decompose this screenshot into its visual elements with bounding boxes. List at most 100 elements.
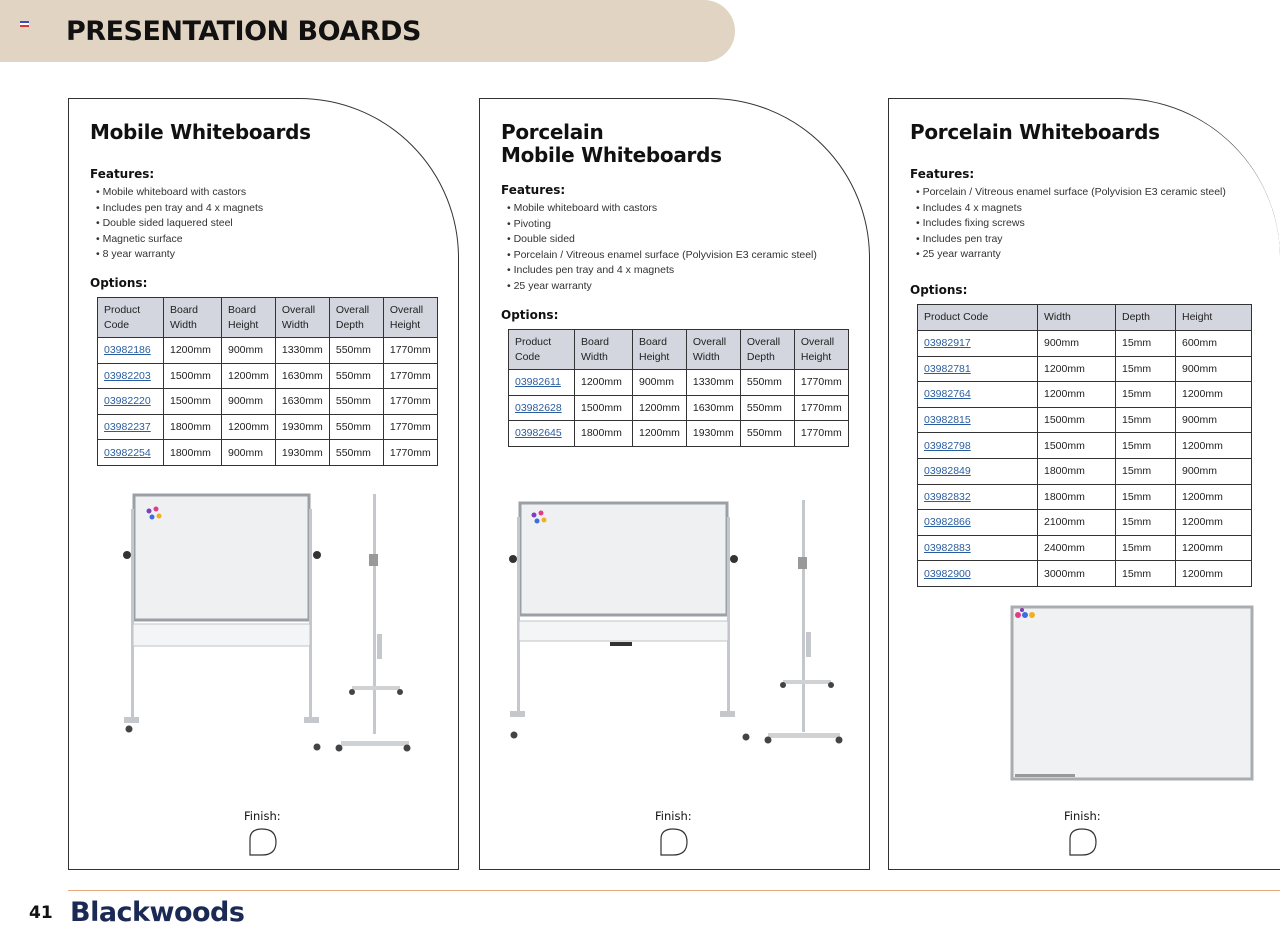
table-cell: 1330mm — [274, 337, 330, 364]
table-cell: 1930mm — [274, 413, 330, 441]
table-cell: 1800mm — [1037, 483, 1116, 511]
table-cell: 1800mm — [574, 420, 633, 447]
product-code-link[interactable]: 03982917 — [917, 330, 1038, 357]
product-code-link[interactable]: 03982832 — [917, 483, 1038, 511]
table-row: 03982203 1500mm 1200mm 1630mm 550mm 1770… — [97, 362, 438, 390]
section-title: Porcelain Mobile Whiteboards — [501, 120, 722, 167]
table-cell: 1200mm — [221, 413, 276, 441]
table-cell: 1200mm — [1037, 381, 1116, 408]
product-code-link[interactable]: 03982798 — [917, 432, 1038, 459]
table-cell: 15mm — [1115, 381, 1176, 408]
table-row: 03982849 1800mm 15mm 900mm — [917, 457, 1252, 485]
product-code-link[interactable]: 03982203 — [97, 362, 164, 390]
table-cell: 1770mm — [382, 388, 438, 415]
product-code-link[interactable]: 03982815 — [917, 406, 1038, 434]
product-code-link[interactable]: 03982237 — [97, 413, 164, 441]
features-label: Features: — [90, 167, 155, 181]
table-row: 03982900 3000mm 15mm 1200mm — [917, 560, 1252, 587]
table-cell: 2100mm — [1037, 509, 1116, 536]
options-label: Options: — [90, 276, 148, 290]
table-cell: 550mm — [328, 413, 384, 441]
options-table: Product Code Width Depth Height 03982917… — [917, 304, 1252, 587]
product-code-link[interactable]: 03982186 — [97, 337, 164, 364]
footer-divider — [68, 890, 1280, 891]
feature-item: Mobile whiteboard with castors — [507, 201, 817, 217]
table-cell: 1630mm — [274, 362, 330, 390]
product-code-link[interactable]: 03982883 — [917, 534, 1038, 562]
feature-item: Double sided — [507, 232, 817, 248]
table-cell: 1200mm — [632, 394, 687, 422]
feature-item: Double sided laquered steel — [96, 216, 263, 232]
table-cell: 900mm — [1175, 406, 1252, 434]
table-cell: 1770mm — [793, 369, 849, 396]
finish-label: Finish: — [244, 809, 281, 823]
product-code-link[interactable]: 03982764 — [917, 381, 1038, 408]
section-title: Mobile Whiteboards — [90, 120, 311, 144]
table-row: 03982781 1200mm 15mm 900mm — [917, 355, 1252, 383]
product-code-link[interactable]: 03982220 — [97, 388, 164, 415]
column-header: Height — [1175, 304, 1252, 331]
features-list: Mobile whiteboard with castors Pivoting … — [507, 201, 817, 294]
table-cell: 1200mm — [221, 362, 276, 390]
table-cell: 15mm — [1115, 560, 1176, 587]
table-cell: 550mm — [739, 420, 795, 447]
table-cell: 1200mm — [1175, 432, 1252, 459]
table-cell: 1630mm — [274, 388, 330, 415]
table-cell: 15mm — [1115, 509, 1176, 536]
table-cell: 1930mm — [685, 420, 741, 447]
header-band: PRESENTATION BOARDS — [0, 0, 735, 62]
table-cell: 15mm — [1115, 483, 1176, 511]
product-code-link[interactable]: 03982628 — [508, 394, 575, 422]
flag-icon — [20, 21, 29, 27]
table-row: 03982917 900mm 15mm 600mm — [917, 330, 1252, 357]
table-row: 03982764 1200mm 15mm 1200mm — [917, 381, 1252, 408]
table-cell: 900mm — [1175, 355, 1252, 383]
features-list: Mobile whiteboard with castors Includes … — [96, 185, 264, 263]
product-code-link[interactable]: 03982866 — [917, 509, 1038, 536]
table-cell: 550mm — [328, 362, 384, 390]
product-code-link[interactable]: 03982781 — [917, 355, 1038, 383]
table-cell: 1200mm — [632, 420, 687, 447]
table-cell: 15mm — [1115, 330, 1176, 357]
table-cell: 1500mm — [1037, 432, 1116, 459]
product-code-link[interactable]: 03982900 — [917, 560, 1038, 587]
section-porcelain-whiteboards: Porcelain Whiteboards Features: Porcelai… — [888, 98, 1280, 870]
column-header: Width — [1037, 304, 1116, 331]
finish-label: Finish: — [1064, 809, 1101, 823]
table-cell: 1800mm — [163, 413, 222, 441]
table-cell: 550mm — [739, 369, 795, 396]
column-header: Depth — [1115, 304, 1176, 331]
table-cell: 15mm — [1115, 406, 1176, 434]
finish-label: Finish: — [655, 809, 692, 823]
gloss-finish-icon — [1069, 828, 1097, 856]
table-cell: 900mm — [1037, 330, 1116, 357]
feature-item: Porcelain / Vitreous enamel surface (Pol… — [507, 248, 817, 264]
product-code-link[interactable]: 03982611 — [508, 369, 575, 396]
product-code-link[interactable]: 03982254 — [97, 439, 164, 466]
table-cell: 3000mm — [1037, 560, 1116, 587]
table-row: 03982832 1800mm 15mm 1200mm — [917, 483, 1252, 511]
product-code-link[interactable]: 03982645 — [508, 420, 575, 447]
table-header-row: Product Code Width Depth Height — [917, 304, 1252, 331]
table-cell: 550mm — [328, 388, 384, 415]
feature-item: 25 year warranty — [507, 279, 817, 295]
product-code-link[interactable]: 03982849 — [917, 457, 1038, 485]
feature-item: Mobile whiteboard with castors — [96, 185, 263, 201]
table-cell: 1330mm — [685, 369, 741, 396]
table-cell: 1200mm — [1175, 483, 1252, 511]
table-cell: 1500mm — [163, 388, 222, 415]
features-list: Porcelain / Vitreous enamel surface (Pol… — [916, 185, 1226, 263]
feature-item: Magnetic surface — [96, 232, 263, 248]
table-cell: 1770mm — [382, 337, 438, 364]
feature-item: Porcelain / Vitreous enamel surface (Pol… — [916, 185, 1226, 201]
table-row: 03982628 1500mm 1200mm 1630mm 550mm 1770… — [508, 394, 849, 422]
table-cell: 1200mm — [574, 369, 633, 396]
feature-item: 8 year warranty — [96, 247, 263, 263]
